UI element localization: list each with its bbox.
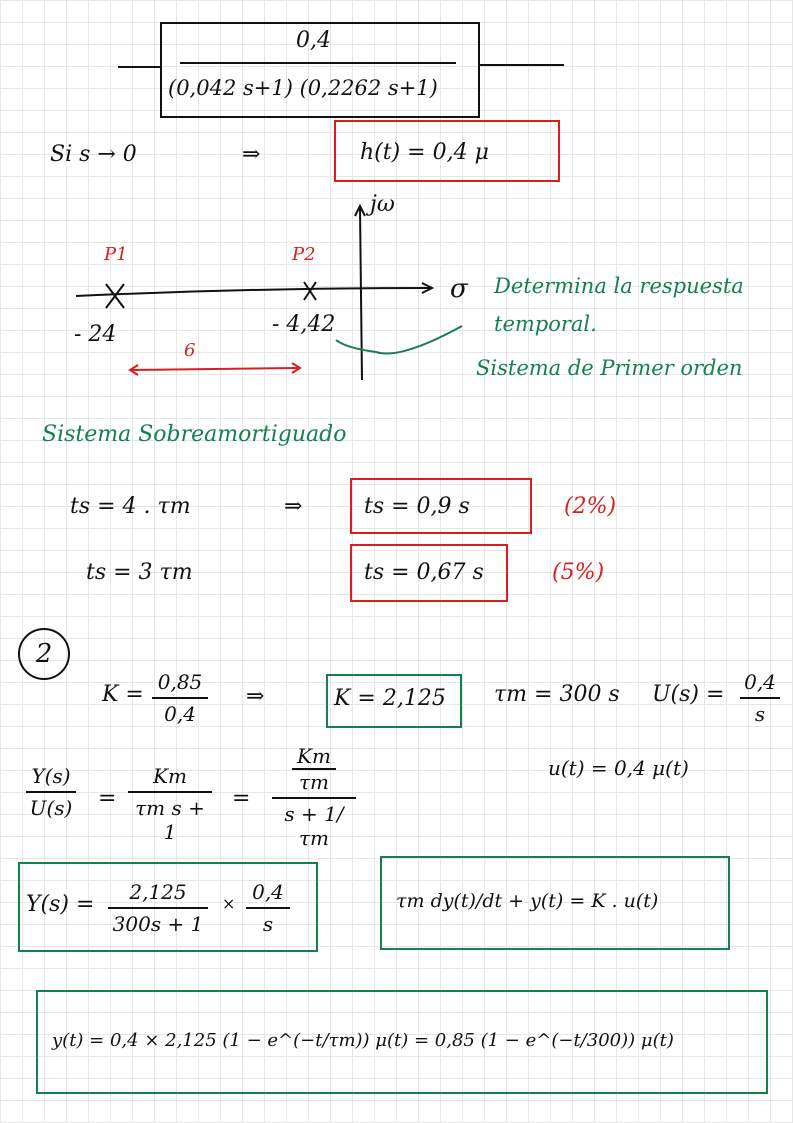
ts-5pct-box (350, 544, 508, 602)
tf2-numerator: Km (153, 764, 187, 788)
pole-p2-label: P2 (292, 244, 316, 265)
k-result: K = 2,125 (334, 686, 446, 711)
ys2-numerator: 0,4 (252, 880, 284, 904)
k-result-box (326, 674, 462, 728)
tf3-denominator: s + 1/τm (284, 802, 344, 850)
block-denominator: (0,042 s+1) (0,2262 s+1) (168, 76, 438, 100)
note-line3: Sistema de Primer orden (476, 356, 743, 380)
distance-label: 6 (184, 340, 196, 361)
ys2-denominator: s (262, 912, 274, 936)
sigma-axis-label: σ (450, 274, 468, 304)
ts-arrow: ⇒ (284, 494, 303, 519)
tf3-num-top: Km (297, 744, 331, 768)
u-numerator: 0,4 (744, 670, 776, 694)
pole-p2-value: - 4,42 (272, 312, 336, 337)
tf-fraction: Y(s) U(s) (26, 764, 76, 820)
ts-2pct-box (350, 478, 532, 534)
ts-formula-2pct: ts = 4 . τm (70, 494, 191, 519)
k-label: K = (102, 682, 144, 707)
pole-p1-value: - 24 (74, 322, 117, 347)
equals: = (98, 786, 117, 811)
ys-box (18, 862, 318, 952)
ts-formula-5pct: ts = 3 τm (86, 560, 193, 585)
tf-numerator: Y(s) (31, 764, 71, 788)
k-fraction: 0,85 0,4 (152, 670, 208, 726)
ts-2pct-result: ts = 0,9 s (364, 494, 470, 519)
ys-label: Y(s) = (26, 892, 95, 917)
tf3-fraction: Km τm s + 1/τm (272, 744, 356, 850)
note-line1: Determina la respuesta (494, 274, 744, 298)
limit-text: Si s → 0 (50, 142, 137, 167)
ys-numerator: 2,125 (129, 880, 187, 904)
tf3-num-bottom: τm (298, 770, 330, 794)
ts-5pct-label: (5%) (552, 560, 605, 585)
tf2-fraction: Km τm s + 1 (128, 764, 212, 844)
input-arrow (118, 66, 160, 68)
tf-denominator: U(s) (29, 796, 73, 820)
transfer-block (160, 22, 480, 118)
u-label: U(s) = (652, 682, 725, 707)
section-number: 2 (18, 628, 70, 680)
output-line (480, 64, 564, 66)
ys-denominator: 300s + 1 (112, 912, 204, 936)
fraction-bar (180, 62, 456, 64)
final-equation: y(t) = 0,4 × 2,125 (1 − e^(−t/τm)) μ(t) … (52, 1030, 674, 1051)
step-result: h(t) = 0,4 μ (360, 140, 489, 165)
ts-2pct-label: (2%) (564, 494, 617, 519)
tau-value: τm = 300 s (494, 682, 620, 707)
final-box (36, 990, 768, 1094)
ode-box (380, 856, 730, 950)
ts-5pct-result: ts = 0,67 s (364, 560, 484, 585)
pole-p1-label: P1 (104, 244, 128, 265)
jw-axis-label: jω (370, 192, 395, 217)
k-numerator: 0,85 (157, 670, 203, 694)
u-fraction: 0,4 s (740, 670, 780, 726)
k-denominator: 0,4 (164, 702, 196, 726)
k-arrow: ⇒ (246, 684, 265, 709)
u-denominator: s (754, 702, 766, 726)
note-line2: temporal. (494, 312, 597, 336)
times-sign: × (222, 894, 236, 913)
tf2-denominator: τm s + 1 (135, 796, 205, 844)
equals: = (232, 786, 251, 811)
result-box (334, 120, 560, 182)
u-time: u(t) = 0,4 μ(t) (548, 756, 689, 780)
ys-fraction: 2,125 300s + 1 (108, 880, 208, 936)
ys2-fraction: 0,4 s (246, 880, 290, 936)
implies-arrow: ⇒ (242, 142, 261, 167)
ode-equation: τm dy(t)/dt + y(t) = K . u(t) (396, 890, 659, 912)
overdamped-title: Sistema Sobreamortiguado (42, 422, 347, 447)
block-numerator: 0,4 (296, 28, 331, 53)
